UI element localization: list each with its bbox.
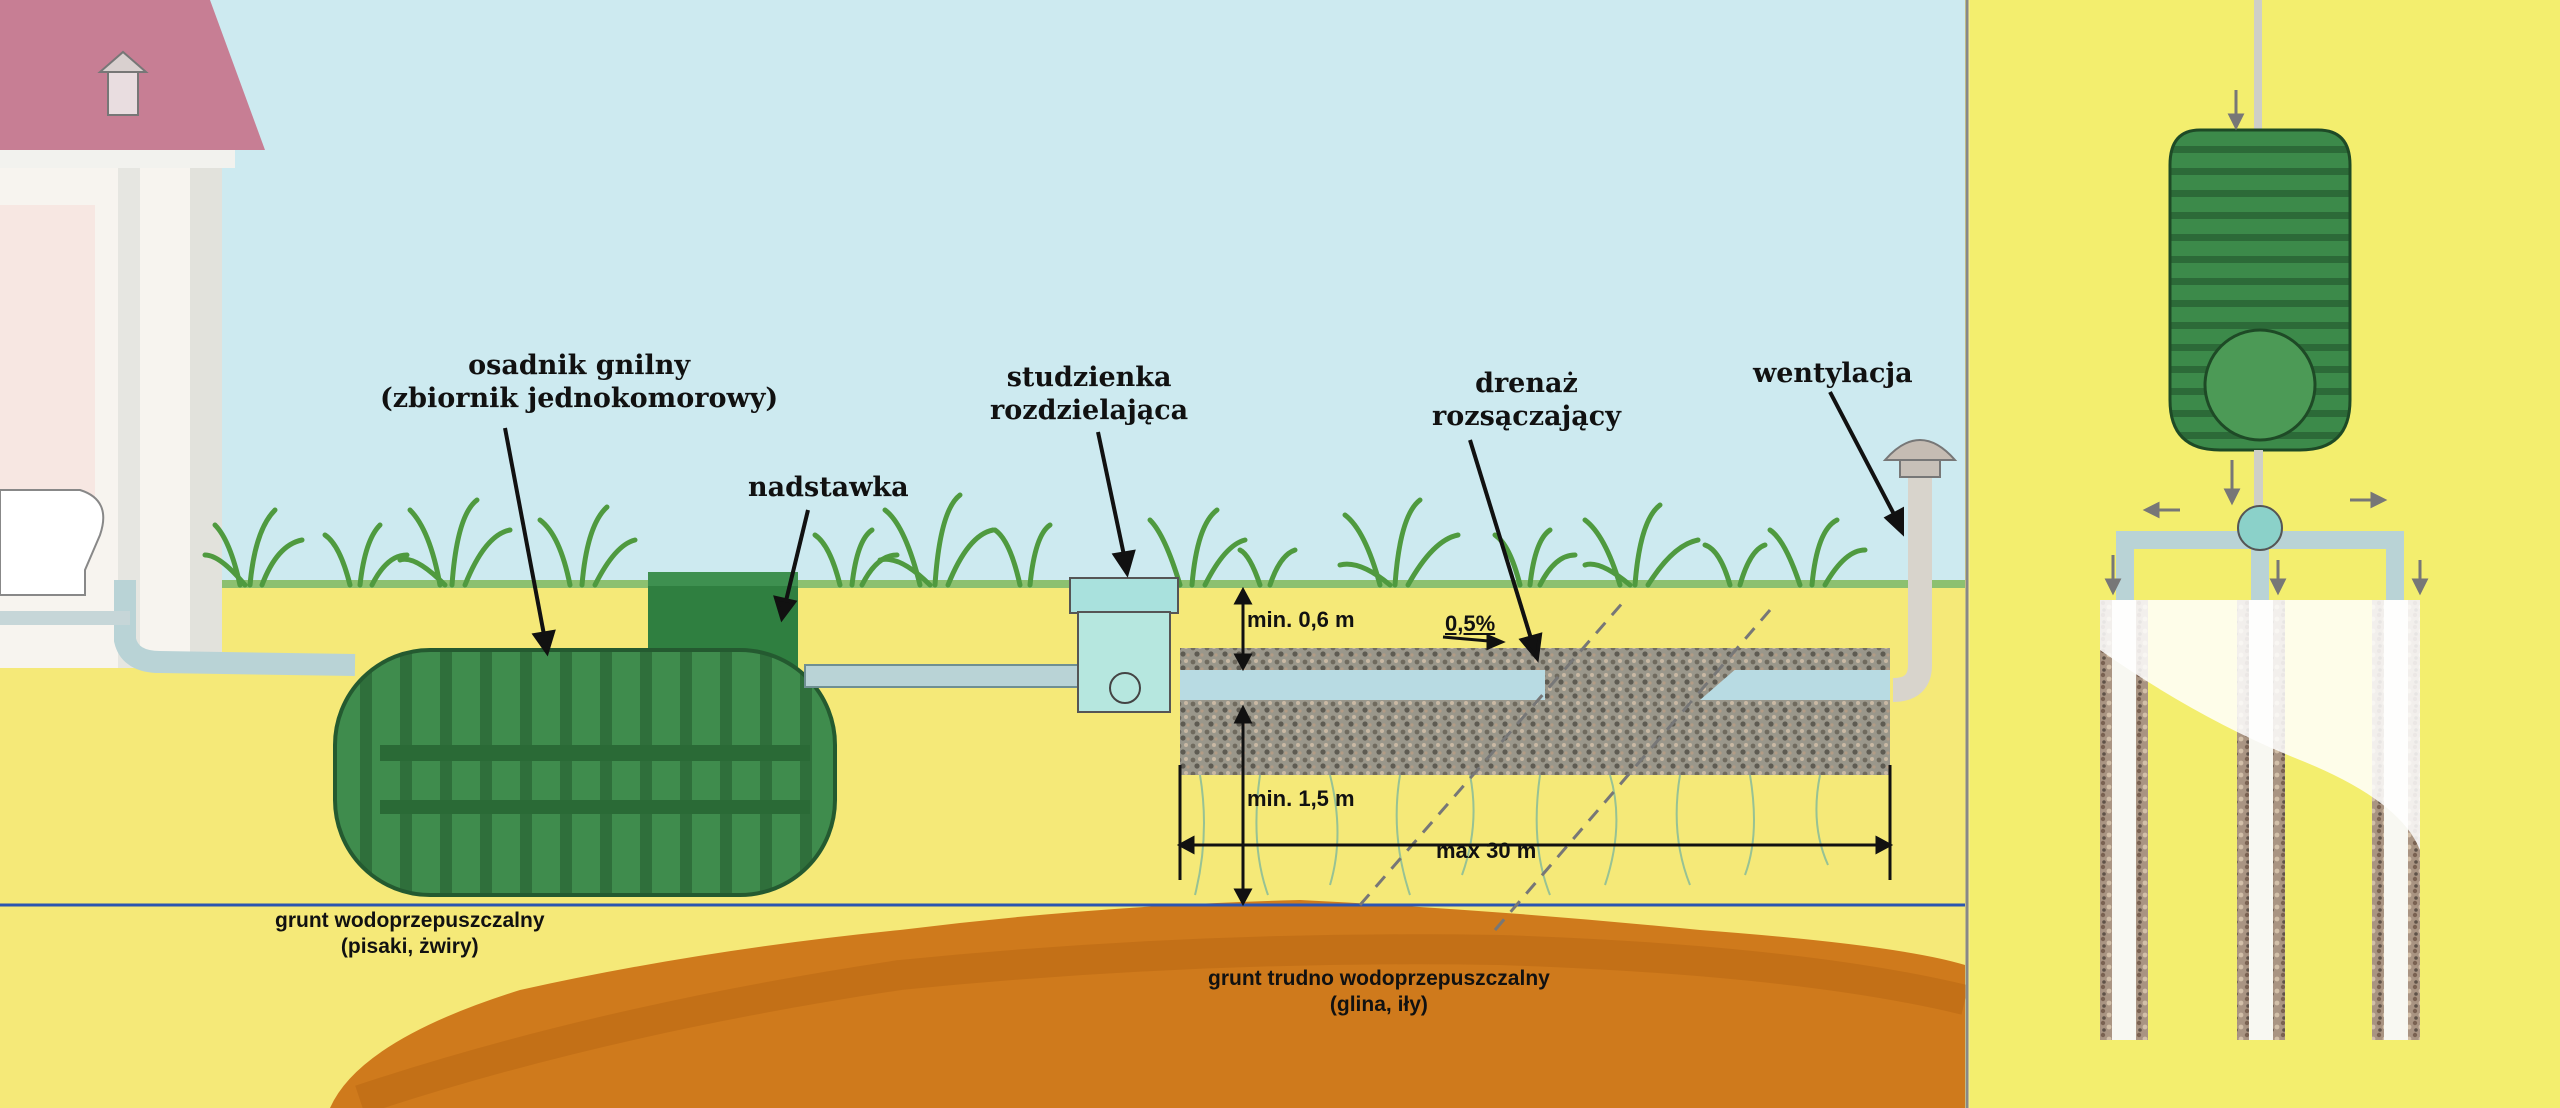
grass bbox=[202, 492, 1868, 588]
label-impermeable-soil-line2: (glina, iły) bbox=[1329, 992, 1428, 1016]
pointer-arrows bbox=[503, 391, 1904, 663]
label-distribution-box-line2: rozdzielająca bbox=[990, 394, 1189, 426]
label-depth-cover: min. 0,6 m bbox=[1247, 607, 1355, 632]
distribution-box bbox=[1069, 577, 1179, 713]
label-septic-tank-line2: (zbiornik jednokomorowy) bbox=[380, 382, 779, 414]
label-drainage-line2: rozsączający bbox=[1432, 400, 1621, 432]
label-permeable-soil-line2: (pisaki, żwiry) bbox=[340, 934, 479, 958]
label-septic-tank-line1: osadnik gnilny bbox=[468, 350, 691, 381]
label-extension: nadstawka bbox=[748, 472, 909, 503]
label-distribution-box-line1: studzienka bbox=[1006, 362, 1172, 393]
label-septic-tank: osadnik gnilny (zbiornik jednokomorowy) bbox=[380, 350, 778, 416]
label-impermeable-soil-line1: grunt trudno wodoprzepuszczalny bbox=[1208, 967, 1550, 990]
label-ventilation: wentylacja bbox=[1753, 358, 1913, 389]
label-depth-groundwater: min. 1,5 m bbox=[1247, 786, 1355, 811]
label-impermeable-soil: grunt trudno wodoprzepuszczalny (glina, … bbox=[1208, 966, 1550, 1017]
sky bbox=[0, 0, 1965, 590]
label-slope: 0,5% bbox=[1445, 611, 1496, 636]
house-illustration bbox=[0, 0, 265, 668]
detail-panel bbox=[1970, 0, 2560, 1108]
septic-tank bbox=[333, 572, 837, 897]
ventilation-pipe bbox=[1882, 439, 1958, 702]
dimension-lines bbox=[1176, 586, 1894, 907]
house-drain-pipe bbox=[114, 580, 356, 676]
label-drainage: drenaż rozsączający bbox=[1432, 368, 1621, 434]
outflow-pipe bbox=[804, 664, 1086, 688]
label-max-length: max 30 m bbox=[1436, 838, 1537, 863]
label-drainage-line1: drenaż bbox=[1475, 368, 1578, 399]
drainage-bed bbox=[1180, 648, 1890, 775]
label-distribution-box: studzienka rozdzielająca bbox=[990, 362, 1188, 428]
label-permeable-soil: grunt wodoprzepuszczalny (pisaki, żwiry) bbox=[275, 908, 545, 959]
label-permeable-soil-line1: grunt wodoprzepuszczalny bbox=[275, 909, 545, 932]
roots bbox=[1194, 774, 1829, 896]
